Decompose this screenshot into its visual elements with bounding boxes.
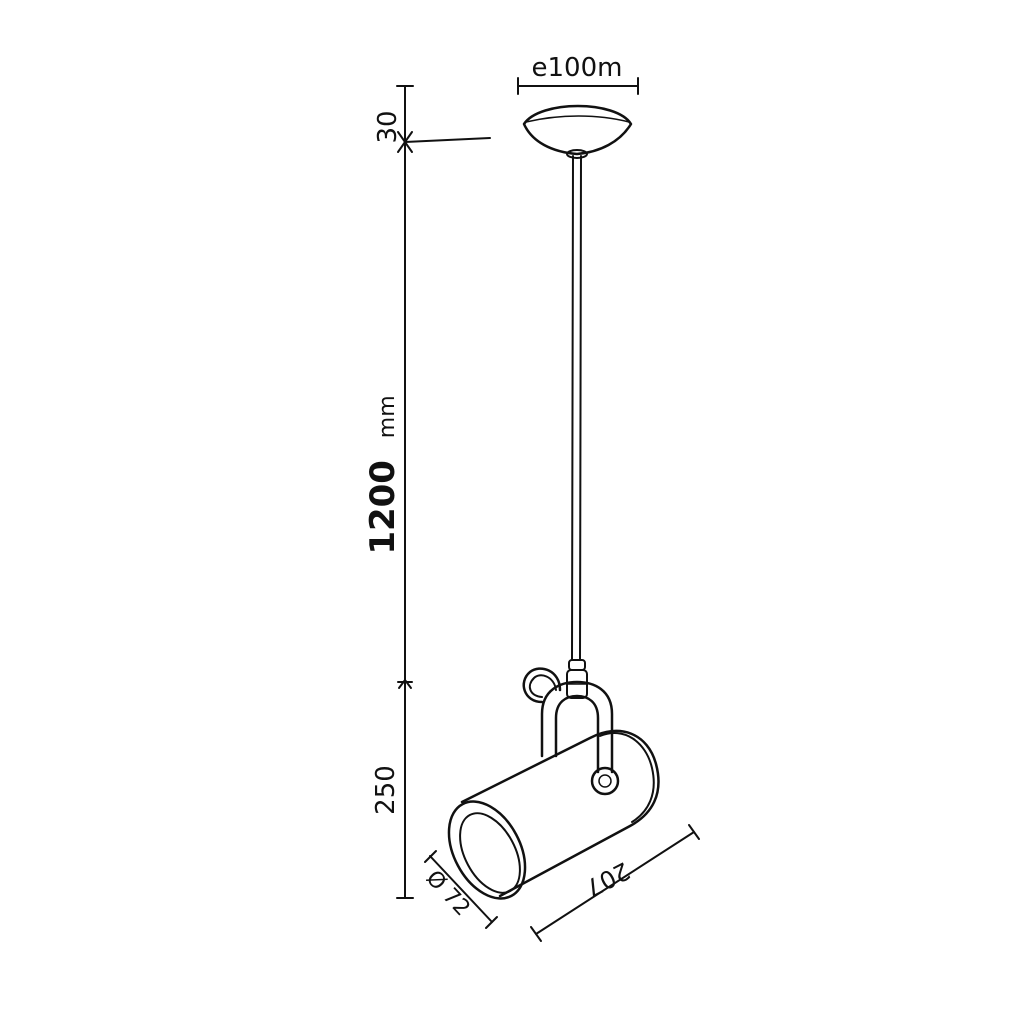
- pivot-knob: [590, 766, 620, 796]
- spot-length-label: 207: [581, 856, 635, 902]
- cord-length-value: 1200: [363, 460, 403, 555]
- spot-height-label: 250: [371, 765, 401, 815]
- rod-connector: [566, 659, 588, 699]
- u-bracket: [540, 680, 614, 774]
- spot-length-dimension: 207: [530, 824, 700, 942]
- canopy-diameter-dimension: e100m: [517, 53, 639, 95]
- spot-diameter-dimension: Ø 72: [421, 850, 498, 929]
- cord-length-unit: mm: [375, 395, 400, 438]
- suspension-rod: [571, 155, 582, 661]
- vertical-dimension-line: [396, 85, 491, 899]
- cord-length-label: 1200 mm: [363, 395, 403, 554]
- side-hook: [522, 667, 562, 704]
- ceiling-canopy: [522, 104, 633, 159]
- spotlight-cylinder: [447, 729, 660, 900]
- svg-text:1200 mm: 1200 mm: [363, 395, 403, 554]
- canopy-diameter-label: e100m: [532, 53, 623, 83]
- canopy-height-label: 30: [373, 110, 403, 143]
